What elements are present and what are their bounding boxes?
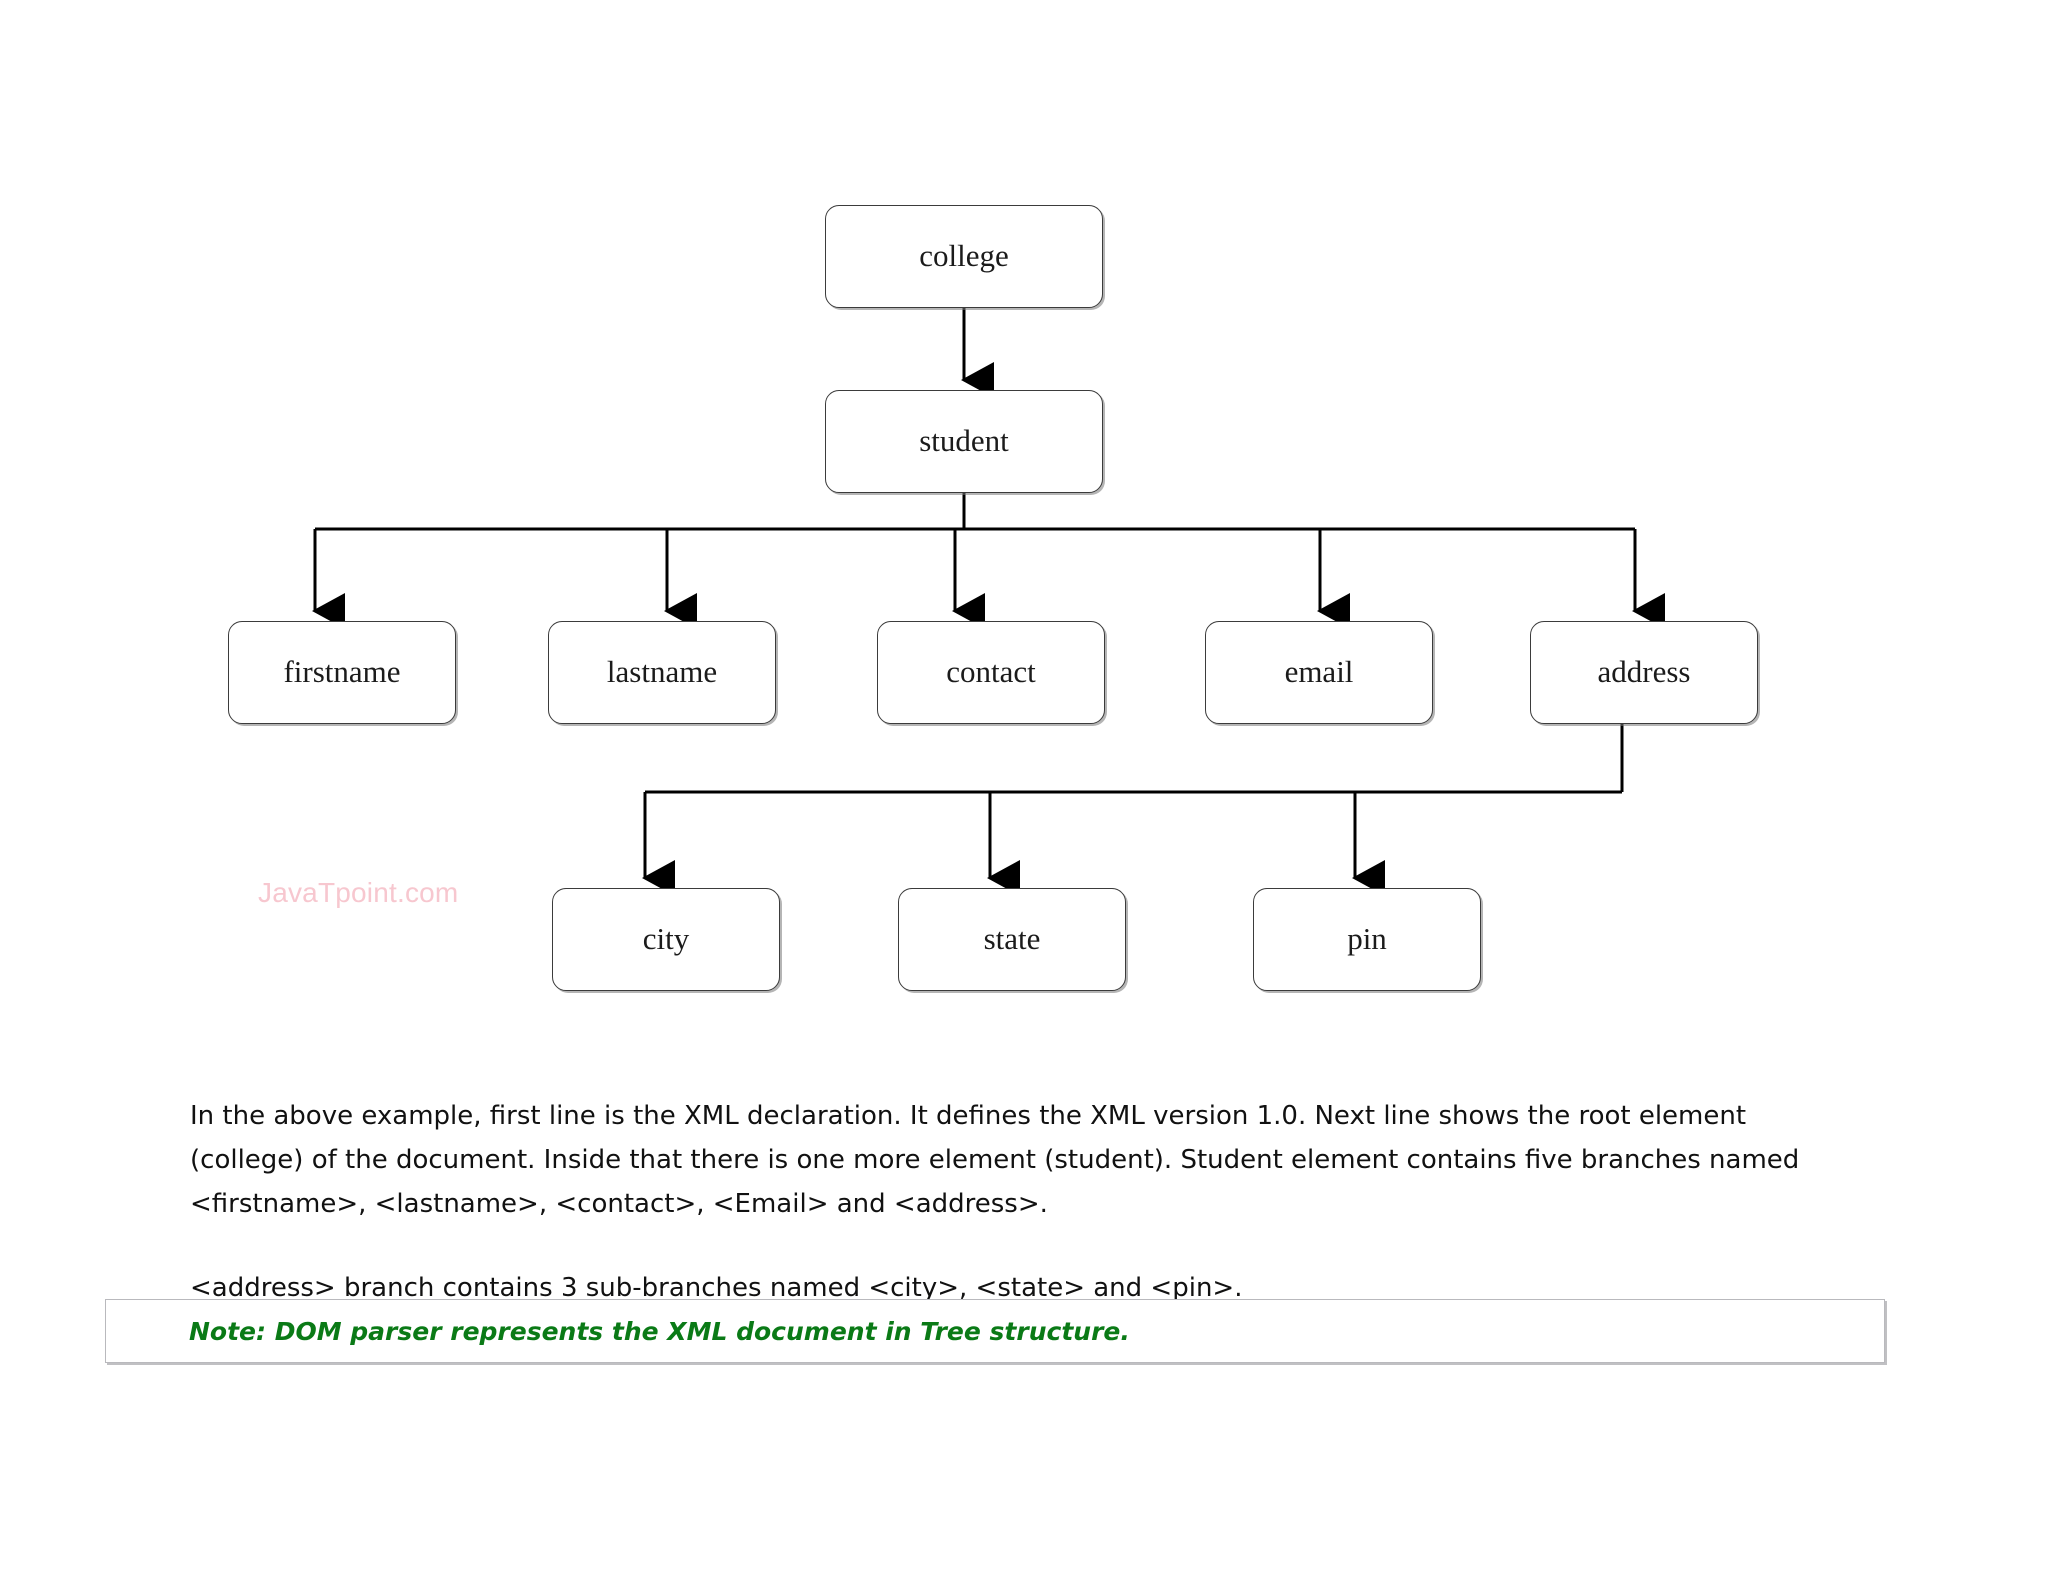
tree-node-label: lastname [606,654,718,689]
tree-node-address[interactable]: address [1530,621,1758,724]
explanation-paragraph-2: <address> branch contains 3 sub-branches… [190,1273,1243,1303]
tree-node-email[interactable]: email [1205,621,1433,724]
edge-student-children [312,493,1665,629]
tree-node-label: student [919,423,1009,458]
tree-node-label: email [1284,654,1354,689]
tree-node-label: city [642,921,690,956]
tree-node-contact[interactable]: contact [877,621,1105,724]
tree-node-pin[interactable]: pin [1253,888,1481,991]
tree-node-lastname[interactable]: lastname [548,621,776,724]
tree-node-firstname[interactable]: firstname [228,621,456,724]
note-text: Note: DOM parser represents the XML docu… [189,1316,1130,1346]
tree-node-state[interactable]: state [898,888,1126,991]
xml-dom-tree-diagram: college student firstname lastname conta… [228,205,1758,991]
tree-node-label: firstname [283,654,401,689]
tree-node-student[interactable]: student [825,390,1103,493]
tree-node-college[interactable]: college [825,205,1103,308]
tree-node-label: pin [1347,921,1387,956]
tree-connectors [312,308,1665,896]
tree-node-label: address [1597,654,1691,689]
javatpoint-watermark: JavaTpoint.com [258,877,459,908]
edge-address-children [642,724,1624,896]
tree-node-label: contact [946,654,1036,689]
explanation-paragraph-1: In the above example, first line is the … [190,1101,1800,1219]
note-callout-box: Note: DOM parser represents the XML docu… [105,1299,1885,1363]
tree-node-city[interactable]: city [552,888,780,991]
tree-node-label: state [983,921,1041,956]
tree-node-label: college [919,238,1009,273]
